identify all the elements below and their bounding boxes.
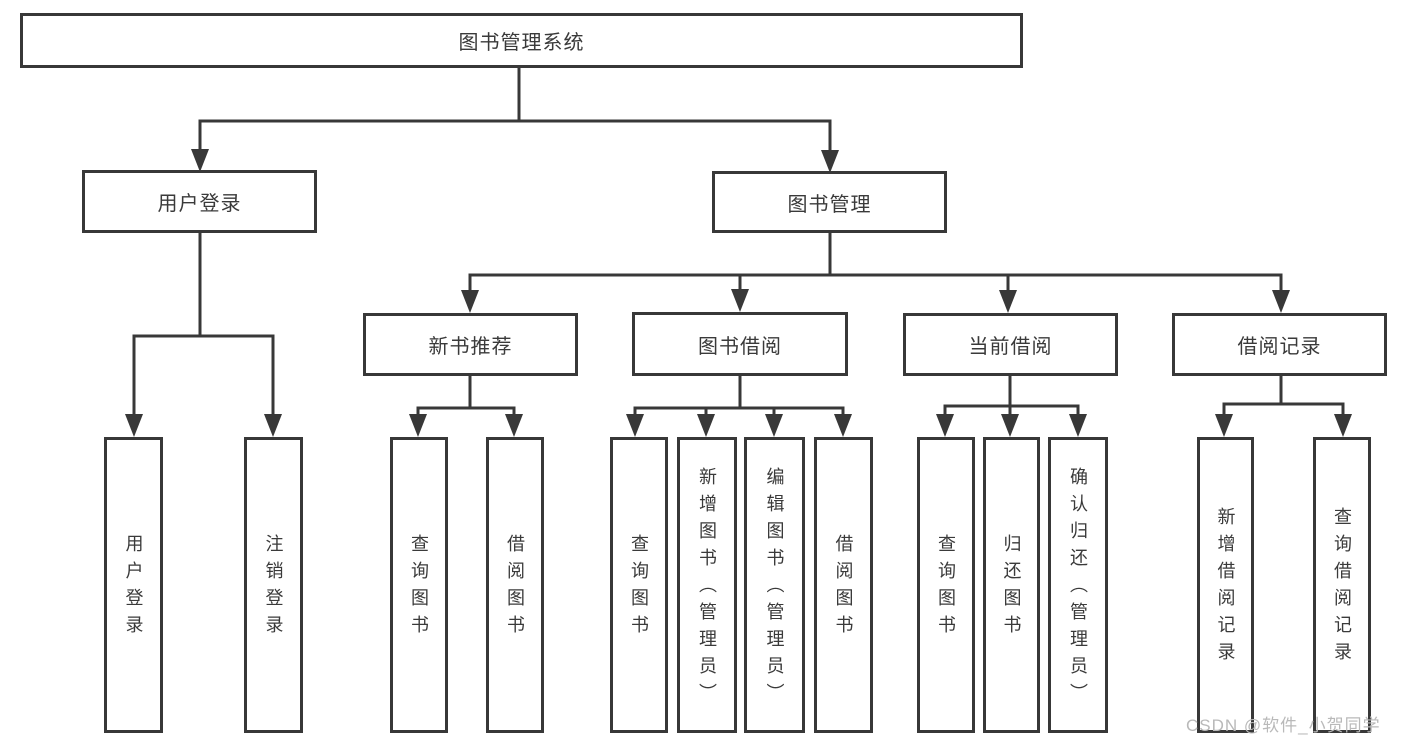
leaf-logout: 注销登录: [244, 437, 303, 733]
leaf-current-query-books: 查询图书: [917, 437, 975, 733]
node-borrowing-records: 借阅记录: [1172, 313, 1387, 376]
node-new-book-recommend: 新书推荐: [363, 313, 578, 376]
leaf-return-books: 归还图书: [983, 437, 1040, 733]
leaf-borrow-books: 借阅图书: [814, 437, 873, 733]
node-book-borrowing: 图书借阅: [632, 312, 848, 376]
node-book-management: 图书管理: [712, 171, 947, 233]
leaf-recommend-query-books: 查询图书: [390, 437, 448, 733]
leaf-borrow-query-books: 查询图书: [610, 437, 668, 733]
leaf-user-login: 用户登录: [104, 437, 163, 733]
leaf-confirm-return-admin: 确认归还（管理员）: [1048, 437, 1108, 733]
leaf-edit-books-admin: 编辑图书（管理员）: [744, 437, 805, 733]
leaf-add-books-admin: 新增图书（管理员）: [677, 437, 737, 733]
leaf-add-borrow-record: 新增借阅记录: [1197, 437, 1254, 733]
node-current-borrowing: 当前借阅: [903, 313, 1118, 376]
node-root: 图书管理系统: [20, 13, 1023, 68]
leaf-query-borrow-record: 查询借阅记录: [1313, 437, 1371, 733]
node-user-login: 用户登录: [82, 170, 317, 233]
leaf-recommend-borrow-books: 借阅图书: [486, 437, 544, 733]
csdn-watermark: CSDN @软件_小贺同学: [1186, 716, 1381, 735]
